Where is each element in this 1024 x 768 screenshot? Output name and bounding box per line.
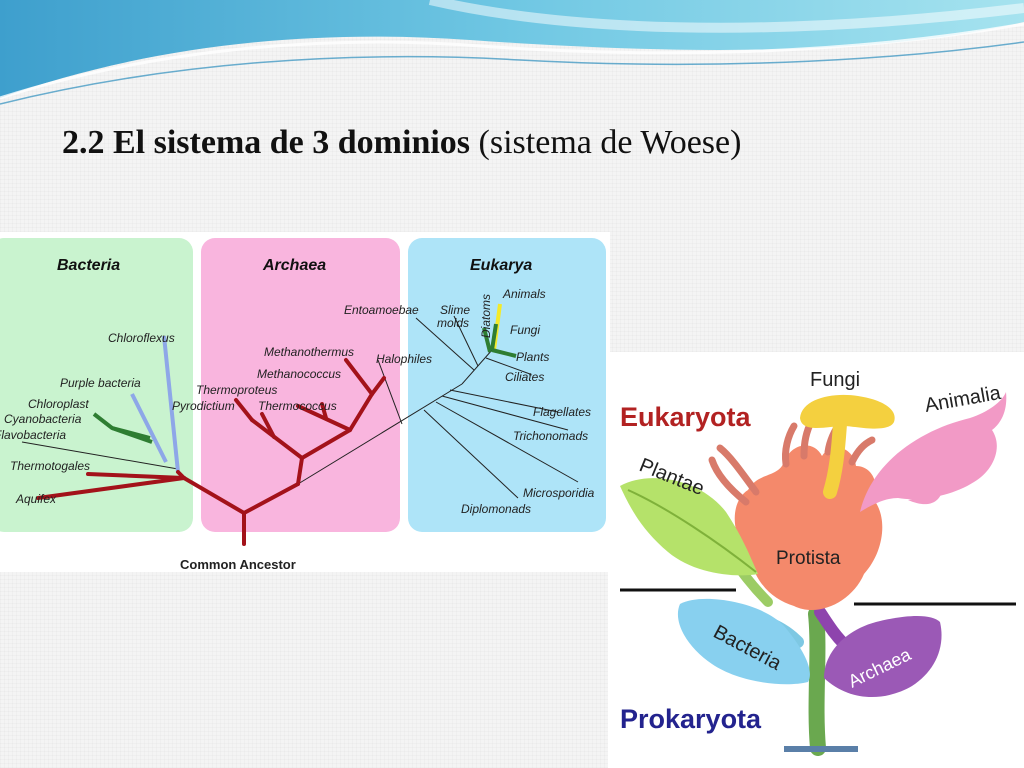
taxon-label: Chloroflexus — [108, 331, 175, 345]
domain-label-bacteria: Bacteria — [57, 257, 120, 274]
bacteria-domain-box — [0, 238, 193, 532]
stem-main — [808, 606, 826, 756]
domain-label-eukarya: Eukarya — [470, 257, 532, 274]
taxon-label: Purple bacteria — [60, 376, 141, 390]
fungi-cap — [800, 394, 895, 429]
taxon-label: Animals — [502, 287, 546, 301]
taxon-label: Flavobacteria — [0, 428, 66, 442]
taxon-label: Diatoms — [479, 294, 493, 338]
taxon-label: Slime — [440, 303, 470, 317]
taxon-label: Pyrodictium — [172, 399, 235, 413]
domain-label-archaea: Archaea — [262, 257, 326, 274]
bacteria-colored-branches — [92, 335, 180, 473]
archaea-leaf — [824, 616, 942, 698]
protista-blob — [734, 445, 883, 611]
taxon-label: Chloroplast — [28, 397, 89, 411]
taxon-label: Halophiles — [376, 352, 432, 366]
taxon-label: Microsporidia — [523, 486, 595, 500]
taxon-label: Cyanobacteria — [4, 412, 82, 426]
taxon-label: Thermoproteus — [196, 383, 277, 397]
slide-title-bold: 2.2 El sistema de 3 dominios — [62, 124, 471, 161]
taxon-label: Flagellates — [533, 405, 591, 419]
common-ancestor-label: Common Ancestor — [180, 557, 296, 572]
fungi-stalk — [823, 417, 847, 499]
archaea-domain-box — [201, 238, 400, 532]
taxon-label: Aquifex — [15, 492, 57, 506]
eukarya-domain-box — [408, 238, 606, 532]
taxon-label: Ciliates — [505, 370, 544, 384]
tree-of-life-plant: Eukaryota Fungi Animalia Plantae Protist… — [608, 352, 1024, 768]
header-wave — [0, 0, 1024, 105]
label-eukaryota: Eukaryota — [620, 402, 752, 432]
ground-base — [784, 746, 858, 752]
label-fungi: Fungi — [810, 369, 860, 391]
eukarya-colored-branches — [482, 303, 517, 358]
taxon-label: Diplomonads — [461, 502, 531, 516]
taxon-label: Trichonomads — [513, 429, 588, 443]
label-protista: Protista — [776, 548, 841, 569]
taxon-label: Plants — [516, 350, 549, 364]
bacteria-leaf — [677, 598, 810, 685]
tree-trunk — [36, 358, 386, 546]
taxon-label: Entoamoebae — [344, 303, 419, 317]
taxon-label: molds — [437, 316, 469, 330]
taxon-label: Thermococcus — [258, 399, 337, 413]
taxon-label: Methanococcus — [257, 367, 341, 381]
tree-branches-thin — [21, 315, 579, 499]
taxon-label: Fungi — [510, 323, 540, 337]
taxon-label: Thermotogales — [10, 459, 90, 473]
animalia-shape — [860, 392, 1007, 512]
taxon-label: Methanothermus — [264, 345, 354, 359]
phylogenetic-tree: Bacteria Archaea Eukarya — [0, 232, 610, 572]
slide-title-rest: (sistema de Woese) — [470, 124, 742, 161]
slide-title: 2.2 El sistema de 3 dominios (sistema de… — [62, 124, 741, 162]
label-prokaryota: Prokaryota — [620, 704, 762, 734]
